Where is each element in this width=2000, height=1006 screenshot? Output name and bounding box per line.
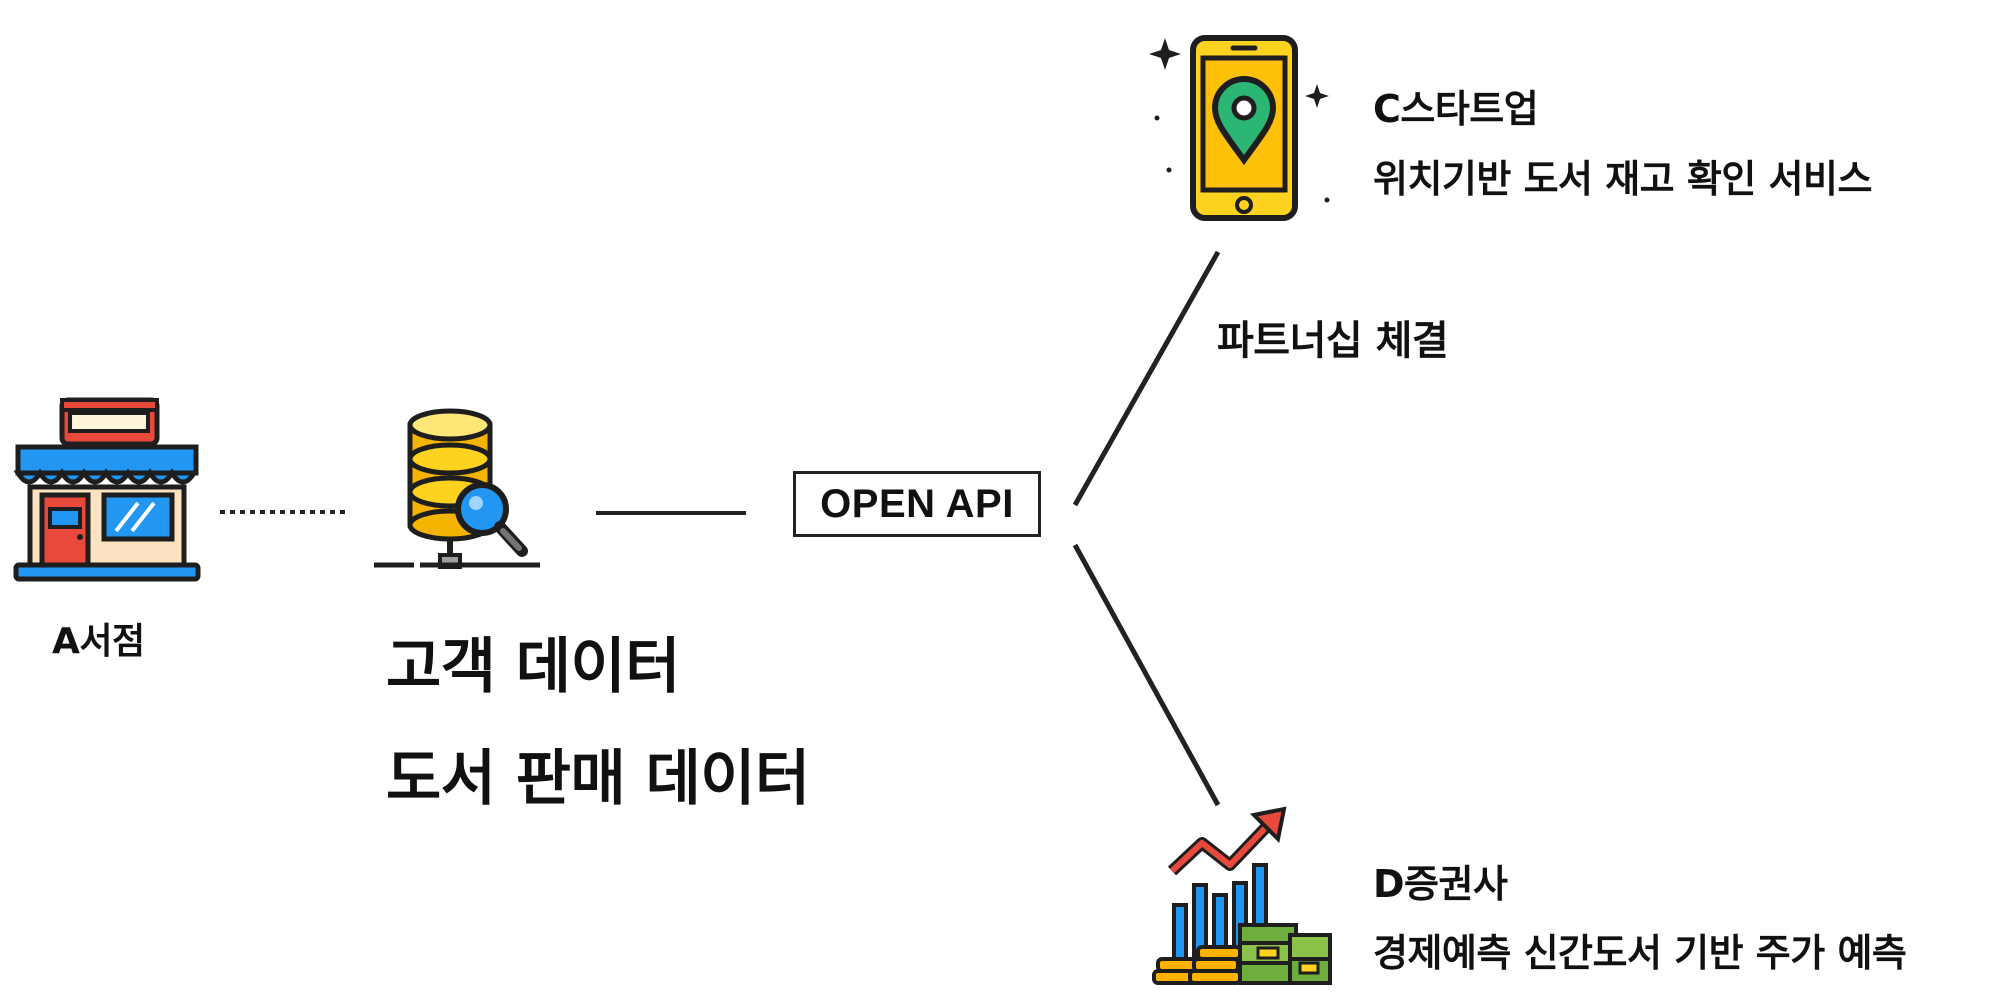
book-sales-data-label: 도서 판매 데이터 bbox=[386, 744, 810, 814]
smartphone-location-icon bbox=[1149, 35, 1330, 221]
securities-service: 경제예측 신간도서 기반 주가 예측 bbox=[1373, 931, 1907, 975]
securities-name: D증권사 bbox=[1373, 862, 1508, 906]
stock-growth-money-icon bbox=[1152, 806, 1332, 985]
bookstore-icon bbox=[13, 397, 201, 582]
customer-data-label: 고객 데이터 bbox=[386, 632, 680, 702]
startup-service: 위치기반 도서 재고 확인 서비스 bbox=[1373, 157, 1872, 201]
api-securities-line bbox=[1072, 543, 1221, 807]
bookstore-label: A서점 bbox=[52, 621, 145, 662]
api-startup-line bbox=[1072, 250, 1221, 507]
database-search-icon bbox=[374, 408, 550, 569]
partnership-label: 파트너십 체결 bbox=[1217, 318, 1449, 364]
startup-name: C스타트업 bbox=[1373, 87, 1539, 131]
open-api-box: OPEN API bbox=[793, 471, 1041, 537]
